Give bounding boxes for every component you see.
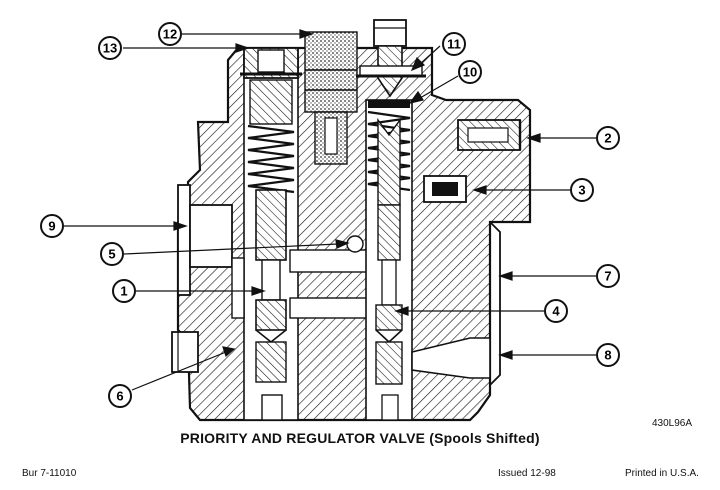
svg-text:2: 2	[604, 131, 611, 146]
adjusting-screw	[356, 19, 426, 98]
callout-13: 13	[98, 36, 122, 60]
callout-8: 8	[596, 343, 620, 367]
svg-text:9: 9	[48, 219, 55, 234]
right-fitting-plug	[457, 119, 522, 151]
callout-9: 9	[40, 214, 64, 238]
left-end-plug	[240, 47, 302, 79]
callout-2: 2	[596, 126, 620, 150]
svg-text:13: 13	[103, 41, 117, 56]
callout-12: 12	[158, 22, 182, 46]
svg-text:7: 7	[604, 269, 611, 284]
svg-text:6: 6	[116, 389, 123, 404]
right-spring	[367, 100, 411, 206]
footer-document-number: Bur 7-11010	[22, 468, 77, 479]
svg-text:12: 12	[163, 27, 177, 42]
leader-lines	[64, 29, 596, 391]
left-spring	[247, 79, 295, 194]
callout-6: 6	[108, 384, 132, 408]
svg-text:8: 8	[604, 348, 611, 363]
svg-text:11: 11	[447, 37, 461, 52]
left-spool	[255, 189, 287, 421]
callout-5: 5	[100, 242, 124, 266]
svg-text:5: 5	[108, 247, 115, 262]
right-spool	[375, 204, 403, 421]
relief-valve-section	[304, 31, 358, 165]
diagram-caption: PRIORITY AND REGULATOR VALVE (Spools Shi…	[180, 430, 540, 446]
orifice-plug	[423, 175, 467, 203]
callout-3: 3	[570, 178, 594, 202]
svg-text:10: 10	[463, 65, 477, 80]
callout-10: 10	[458, 60, 482, 84]
callout-7: 7	[596, 264, 620, 288]
callout-11: 11	[442, 32, 466, 56]
check-ball	[346, 235, 364, 253]
outlet-passage	[411, 337, 491, 379]
footer-printed-in: Printed in U.S.A.	[625, 468, 699, 479]
footer-issued-date: Issued 12-98	[498, 468, 556, 479]
svg-text:4: 4	[552, 304, 560, 319]
callout-4: 4	[544, 299, 568, 323]
figure-id: 430L96A	[652, 418, 693, 429]
svg-text:3: 3	[578, 183, 585, 198]
callout-1: 1	[112, 279, 136, 303]
svg-text:1: 1	[120, 284, 127, 299]
